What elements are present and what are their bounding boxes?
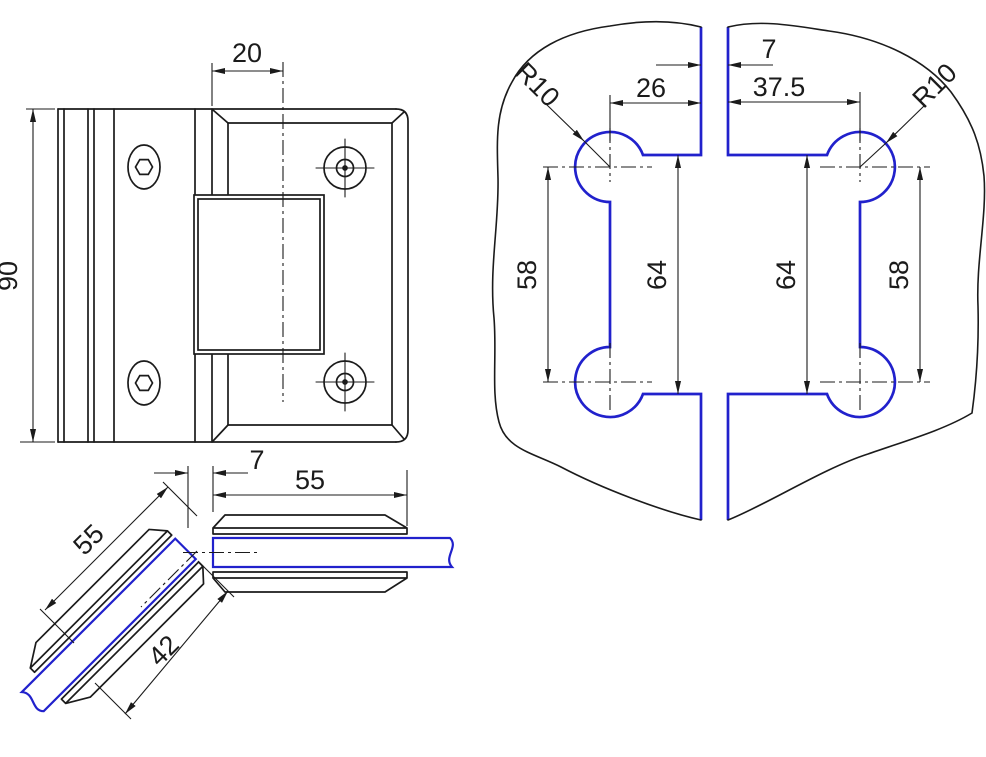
dim-cutout-hole-pitch-right: 58	[884, 260, 914, 290]
dim-line-top-42	[124, 590, 229, 715]
front-screw-hole-bottom	[315, 352, 375, 412]
dimension-labels: 20 90 7 55 55 42 7 26 37.5 R10 R10 58 64…	[0, 34, 963, 672]
leader-cutout-r10-right	[885, 105, 925, 144]
dim-cutout-notch-height-right: 64	[771, 260, 801, 290]
cutout-right-glass-break-outline	[727, 22, 986, 521]
leader-cutout-r10-left	[545, 103, 585, 142]
hex-socket-icon	[134, 158, 154, 176]
ext-top-55-diag	[39, 481, 198, 644]
topview-glass-diagonal	[19, 537, 198, 713]
front-oval-hole-top	[127, 144, 161, 190]
dim-cutout-edge-gap: 7	[761, 34, 776, 64]
cutout-right-glass-edge	[726, 27, 897, 520]
front-frame-miters	[212, 109, 405, 442]
glass-cutout-view	[491, 20, 986, 521]
dim-front-height: 90	[0, 261, 23, 291]
dim-cutout-radius-right: R10	[907, 58, 963, 114]
dim-cutout-notch-depth-left: 26	[636, 73, 666, 103]
ext-front-90	[20, 108, 55, 443]
dim-front-top-width: 20	[232, 38, 262, 68]
centerlines	[140, 62, 930, 608]
front-hinge-body	[193, 194, 325, 355]
dim-top-clamp-length: 55	[295, 465, 325, 495]
dimension-lines	[20, 61, 925, 720]
dim-cutout-notch-height-left: 64	[642, 260, 672, 290]
topview-glass-right	[211, 536, 455, 569]
front-oval-hole-bottom	[127, 360, 161, 406]
front-hinge-body-inner	[197, 198, 321, 351]
dim-line-top-55-diag	[44, 486, 169, 611]
hex-socket-icon	[134, 374, 154, 392]
front-view	[57, 108, 409, 443]
dim-cutout-hole-pitch-left: 58	[512, 260, 542, 290]
dim-top-glass-bite: 42	[142, 629, 184, 671]
glass-panels-blue	[19, 27, 897, 713]
dim-cutout-notch-depth-right: 37.5	[753, 72, 806, 102]
part-geometry	[19, 20, 986, 714]
front-clamp-plate-inner-frame	[227, 122, 393, 426]
cutout-hole-centerlines-right	[820, 128, 930, 414]
leader-cutout-r10-right-tail	[859, 142, 887, 168]
dim-top-pivot-offset: 7	[249, 445, 264, 475]
topview-clamp-right	[212, 514, 408, 593]
cutout-hole-centerlines-left	[543, 128, 652, 414]
front-right-plate-outer-edge	[395, 108, 409, 443]
topview-clamp-diagonal	[19, 520, 213, 714]
front-screw-hole-top	[315, 138, 375, 198]
front-wall-plate-edge-lines	[57, 108, 196, 443]
leader-cutout-r10-left-tail	[583, 140, 611, 168]
cutout-left-glass-edge	[573, 27, 703, 520]
dim-top-clamp-length-diagonal: 55	[67, 518, 109, 560]
ext-top-7	[187, 466, 214, 528]
dim-cutout-radius-left: R10	[509, 57, 565, 113]
cutout-left-glass-break-outline	[491, 20, 702, 521]
